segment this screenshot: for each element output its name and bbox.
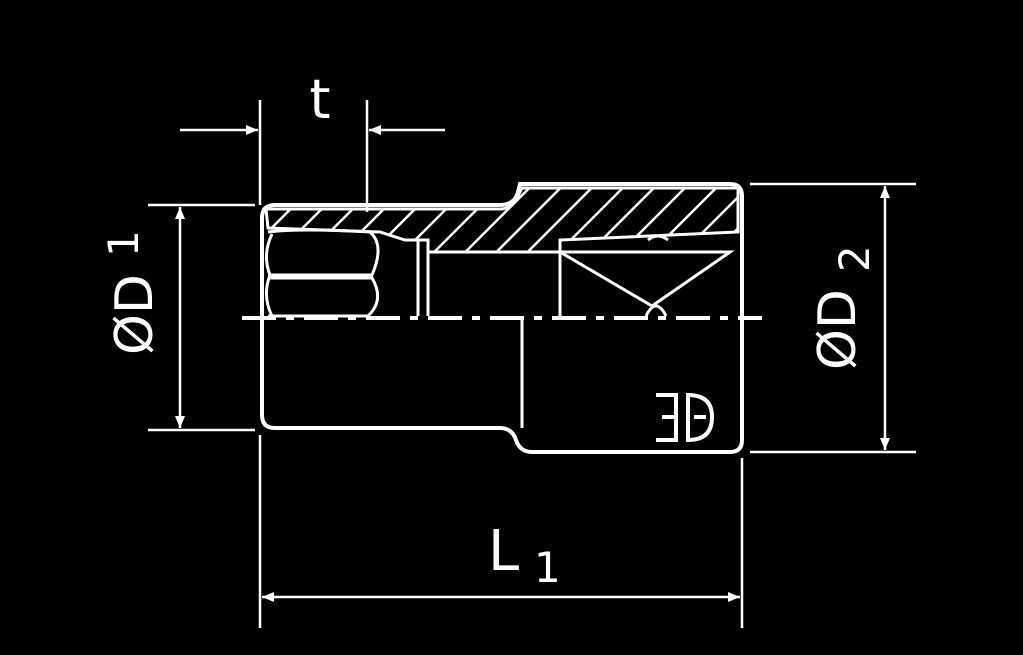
extension-lines	[148, 100, 916, 628]
label-d2-sub: 2	[830, 245, 879, 272]
drive-square	[554, 250, 735, 308]
hatched-wall-left	[264, 186, 740, 254]
label-d1: ØD 1	[99, 230, 165, 355]
brand-logo	[656, 392, 715, 443]
label-l1-symbol: L	[488, 519, 519, 584]
dimension-lines	[175, 125, 890, 602]
hex-curve-left	[265, 233, 274, 317]
label-d2: ØD 2	[808, 245, 879, 370]
ball-detent-lower	[644, 304, 668, 317]
label-d2-symbol: ØD	[808, 289, 868, 370]
hex-profile-top	[267, 228, 380, 277]
section-hatch	[264, 186, 740, 254]
label-l1-sub: 1	[534, 543, 561, 592]
ball-detent	[647, 234, 669, 242]
label-t: t	[309, 68, 330, 131]
socket-outline	[260, 182, 744, 454]
label-d1-symbol: ØD	[105, 274, 165, 355]
hex-profile-bottom	[268, 276, 380, 318]
bore-details	[265, 228, 735, 428]
label-d1-sub: 1	[99, 230, 148, 257]
socket-body	[260, 182, 744, 454]
